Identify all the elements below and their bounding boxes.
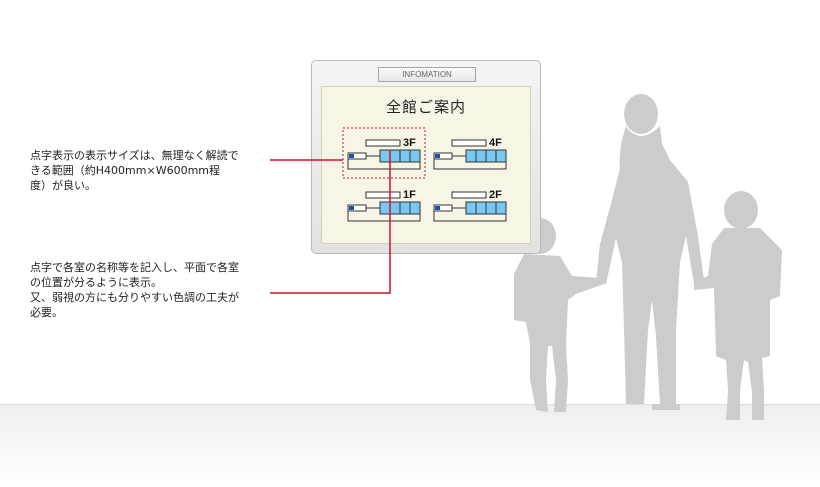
note-room-names: 点字で各室の名称等を記入し、平面で各室 の位置が分るように表示。 又、弱視の方に… — [30, 260, 266, 320]
note-line: 又、弱視の方にも分りやすい色調の工夫が — [30, 291, 239, 304]
note-line: 度）が良い。 — [30, 179, 96, 192]
board-title: 全館ご案内 — [385, 98, 466, 116]
callout-line-rooms — [270, 150, 391, 294]
plan-marker — [349, 154, 354, 158]
child-right-head — [724, 191, 758, 229]
note-line: 点字表示の表示サイズは、無理なく解読で — [30, 149, 239, 162]
note-braille-size: 点字表示の表示サイズは、無理なく解読で きる範囲（約H400mm×W600mm程… — [30, 148, 266, 193]
floor-label-4f: 4F — [489, 137, 502, 149]
note-line: 必要。 — [30, 306, 63, 319]
board-tab: INFOMATION — [378, 67, 476, 82]
plan-2f — [433, 191, 507, 222]
note-line: きる範囲（約H400mm×W600mm程 — [30, 164, 220, 177]
floor-label-1f: 1F — [403, 189, 416, 201]
floor-label-2f: 2F — [489, 189, 502, 201]
adult-body — [596, 126, 704, 404]
floor-band — [0, 404, 820, 487]
child-left-body — [514, 254, 604, 412]
adult-head — [624, 94, 658, 134]
note-line: の位置が分るように表示。 — [30, 276, 162, 289]
plan-4f — [433, 139, 507, 170]
adult-feet — [652, 404, 680, 410]
board-face: 全館ご案内 — [321, 86, 531, 244]
child-right-body — [694, 228, 782, 420]
floor-label-3f: 3F — [403, 137, 416, 149]
note-line: 点字で各室の名称等を記入し、平面で各室 — [30, 261, 239, 274]
highlight-box — [342, 127, 426, 179]
plan-bar — [365, 139, 401, 147]
